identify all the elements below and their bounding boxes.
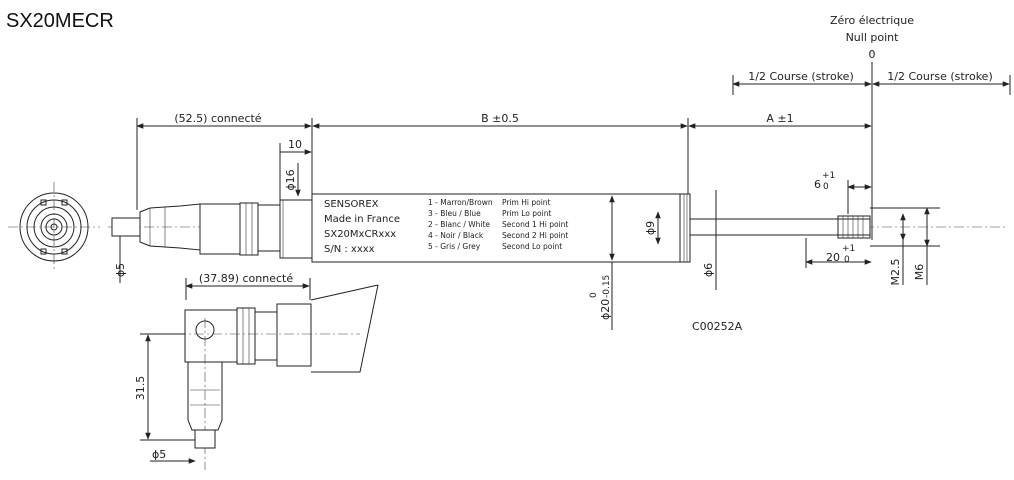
half-stroke-left-label: 1/2 Course (stroke) [748,70,853,83]
body-label-line-2: Made in France [324,214,400,225]
dim-a-label: A ±1 [766,112,793,125]
dim-6-tol-upper: +1 [822,171,835,181]
dim-d5-left-label: ϕ5 [114,263,127,277]
dim-d16-label: ϕ16 [284,169,297,190]
wire-1-color: 1 - Marron/Brown [428,198,493,207]
threaded-tip [837,215,871,239]
dim-d9-label: ϕ9 [644,221,657,235]
dim-d5-bottom-label: ϕ5 [152,448,166,461]
dim-315-label: 31.5 [134,376,147,401]
wire-5-function: Second Lo point [502,242,562,251]
dim-6-tol-lower: 0 [823,182,829,192]
half-stroke-right-label: 1/2 Course (stroke) [887,70,992,83]
dim-20-tol-lower: 0 [844,255,850,265]
wire-3-function: Prim Lo point [502,209,551,218]
dim-m25-label: M2.5 [889,259,902,286]
dim-connected-2-label: (37.89) connecté [199,272,293,285]
dim-m6-label: M6 [913,264,926,281]
dim-b-label: B ±0.5 [481,112,519,125]
angled-connector [140,284,379,470]
dim-6-label: 6 [814,178,821,191]
body-label-line-1: SENSOREX [324,199,379,210]
dim-d20-tol-lower: -0.15 [602,275,612,298]
dim-connected-1-label: (52.5) connecté [174,112,261,125]
wire-2-color: 2 - Blanc / White [428,220,490,229]
body-end-cap [679,193,691,263]
wire-2-function: Second 1 Hi point [502,220,568,229]
body-label-line-4: S/N : xxxx [324,244,375,255]
wire-4-function: Second 2 Hi point [502,231,568,240]
null-point-fr: Zéro électrique [830,14,914,27]
dim-d20-tol-upper: 0 [589,292,599,298]
wire-5-color: 5 - Gris / Grey [428,242,481,251]
drawing-ref: C00252A [692,320,743,333]
front-view [8,182,100,272]
dim-d6-label: ϕ6 [702,263,715,277]
null-point-en: Null point [846,31,900,44]
dim-d20-label: ϕ20 [599,299,612,320]
dim-20-label: 20 [826,251,840,264]
drawing-title: SX20MECR [6,10,114,32]
dim-10-label: 10 [288,138,302,151]
wire-3-color: 3 - Bleu / Blue [428,209,481,218]
null-point-zero: 0 [869,48,876,61]
straight-connector [111,199,313,259]
wire-4-color: 4 - Noir / Black [428,231,484,240]
body-label-line-3: SX20MxCRxxx [324,229,396,240]
sensor-body [311,193,689,263]
wire-1-function: Prim Hi point [502,198,551,207]
dim-20-tol-upper: +1 [842,244,855,254]
